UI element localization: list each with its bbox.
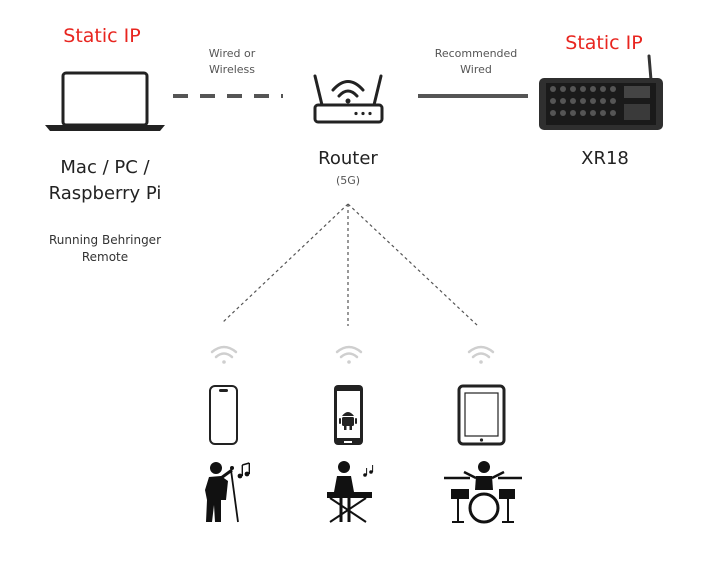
laptop-name-line2: Raspberry Pi (48, 183, 162, 204)
singer-icon (205, 462, 251, 523)
laptop-router-link-label-line2: Wireless (208, 63, 256, 76)
laptop-note-line1: Running Behringer (48, 233, 161, 247)
tablet-icon (457, 384, 506, 446)
router-mixer-link-label-line2: Wired (460, 63, 492, 76)
keyboard-player-icon (327, 461, 374, 523)
mixer-name: XR18 (581, 148, 629, 169)
laptop-static-ip-label: Static IP (63, 25, 141, 47)
router-mixer-link-label-line1: Recommended (434, 47, 518, 60)
laptop-icon (45, 71, 165, 131)
router-band: (5G) (335, 174, 361, 187)
laptop-name-line1: Mac / PC / (60, 157, 150, 178)
xr18-mixer-icon (539, 54, 663, 130)
wifi-icon (467, 345, 495, 364)
drummer-icon (444, 461, 522, 524)
wifi-icon (335, 345, 363, 364)
router-name: Router (318, 148, 378, 169)
mixer-static-ip-label: Static IP (565, 32, 643, 54)
laptop-note-line2: Remote (81, 250, 129, 264)
wifi-icon (210, 345, 238, 364)
laptop-router-link-label-line1: Wired or (208, 47, 256, 60)
router-icon (313, 74, 384, 124)
wireless-links (221, 203, 479, 327)
iphone-icon (209, 385, 238, 445)
android-phone-icon (334, 385, 363, 445)
